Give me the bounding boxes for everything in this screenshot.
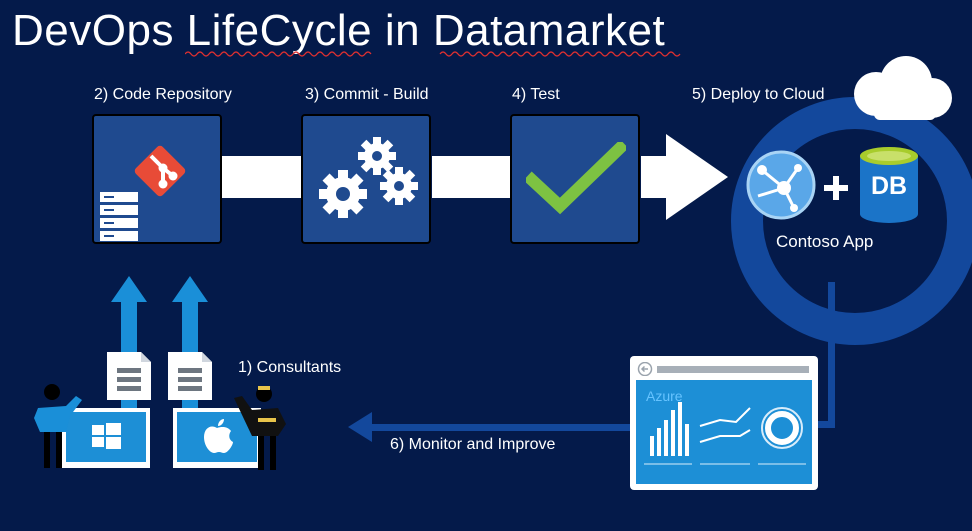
apple-icon xyxy=(204,419,233,453)
dashboard-titlebar xyxy=(637,362,809,376)
dashboard-charts xyxy=(644,402,806,465)
git-icon xyxy=(134,145,186,197)
label-monitor: 6) Monitor and Improve xyxy=(390,436,556,453)
app-name: Contoso App xyxy=(776,232,874,251)
document-icon xyxy=(107,352,151,400)
connector-3-4 xyxy=(432,156,514,198)
label-deploy: 5) Deploy to Cloud xyxy=(692,86,825,103)
title-underline xyxy=(185,51,681,57)
label-commit-build: 3) Commit - Build xyxy=(305,86,429,103)
person-icon xyxy=(234,386,286,470)
commit-build-box xyxy=(301,114,431,244)
monitor-arrow-line xyxy=(366,424,630,431)
windows-laptop xyxy=(62,408,150,468)
test-box xyxy=(510,114,640,244)
upload-arrow-left xyxy=(111,276,147,410)
code-repository-box xyxy=(92,114,222,244)
page-title: DevOps LifeCycle in Datamarket xyxy=(12,6,666,55)
document-icon xyxy=(168,352,212,400)
connector-2-3 xyxy=(222,156,304,198)
server-icon xyxy=(100,192,138,241)
plus-icon xyxy=(824,176,848,200)
app-service-icon xyxy=(746,150,816,220)
label-test: 4) Test xyxy=(512,86,560,103)
ring-to-dashboard-line xyxy=(828,282,835,428)
person-icon xyxy=(34,384,82,468)
dashboard-panel: Azure xyxy=(636,380,812,484)
dashboard-label: Azure xyxy=(646,388,683,404)
cloud-icon xyxy=(854,56,952,120)
ring-to-dashboard-elbow xyxy=(808,421,835,428)
upload-arrow-right xyxy=(172,276,208,410)
database-icon xyxy=(860,147,918,223)
checkmark-icon xyxy=(526,142,626,215)
arrow-to-cloud xyxy=(666,134,728,220)
label-code-repository: 2) Code Repository xyxy=(94,86,232,103)
dashboard-window: Azure xyxy=(630,356,818,490)
gears-icon xyxy=(319,137,418,218)
db-badge: DB xyxy=(870,172,908,200)
monitor-arrowhead xyxy=(348,412,372,442)
windows-icon xyxy=(92,423,121,449)
label-consultants: 1) Consultants xyxy=(238,359,342,376)
